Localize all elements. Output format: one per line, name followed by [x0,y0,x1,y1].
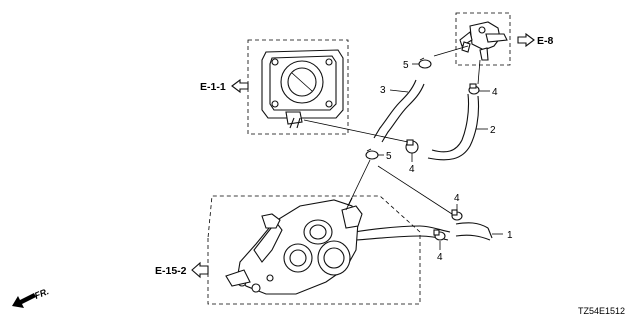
front-direction-label: FR. [33,286,50,301]
arrow-to-e-1-1 [231,78,249,94]
front-direction-arrow [12,293,36,308]
ref-e-1-1: E-1-1 [200,81,226,93]
ref-e-15-2: E-15-2 [155,265,187,277]
thermostat-housing [459,21,508,61]
arrow-to-e-15-2 [191,261,209,279]
callout-1: 1 [507,230,513,241]
clamp-4-thermostat [468,83,480,95]
thermostat-group-box [455,12,511,66]
clamp-5-lower [365,148,379,160]
callout-2: 2 [490,125,496,136]
clamp-5-upper [418,57,432,69]
hose-2 [427,93,480,161]
arrow-to-e-8 [517,32,535,48]
callout-4-upper-right: 4 [454,193,460,204]
throttle-body [261,49,344,129]
throttle-body-group-box [247,39,349,135]
intake-manifold-group-box [207,195,421,305]
clamp-4-upper-right [451,209,463,221]
callout-5-lower: 5 [386,151,392,162]
hose-1 [455,222,493,241]
callout-4-thermostat: 4 [492,87,498,98]
clamp-4-lower-right [433,229,446,241]
leader-lines [303,45,503,250]
ref-e-8: E-8 [537,35,554,47]
callout-4-middle: 4 [409,164,415,175]
callout-4-lower-right: 4 [437,252,443,263]
intake-manifold [225,197,363,295]
callout-5-upper: 5 [403,60,409,71]
diagram-code: TZ54E1512 [578,306,625,316]
callout-3: 3 [380,85,386,96]
hose-3 [373,79,425,143]
